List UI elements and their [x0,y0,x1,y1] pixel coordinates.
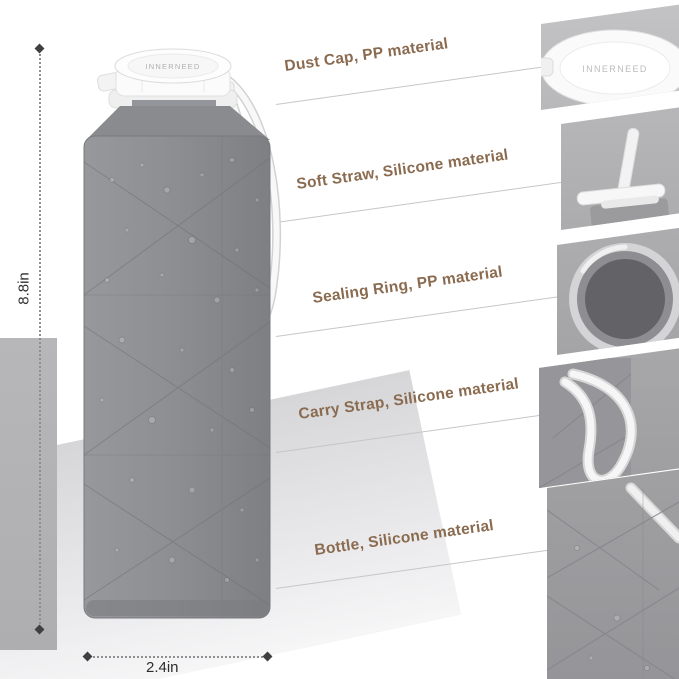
soft-straw-detail-photo [561,107,679,230]
dimension-marker [34,43,45,54]
sealing-ring-detail-illustration [569,243,679,355]
height-dimension-label: 8.8in [15,272,33,305]
width-dimension-label: 2.4in [146,659,179,676]
bottle-detail-photo [547,469,679,679]
bottle-detail-illustration [547,482,679,679]
brand-text-cap: INNERNEED [146,62,201,71]
product-bottle-illustration: INNERNEED [83,48,282,619]
bottle-cap: INNERNEED [97,48,238,109]
bottle-shoulder [86,106,270,140]
water-droplets [99,157,260,583]
callout-sealing-ring: Sealing Ring, PP material [311,263,504,308]
carry-strap-detail-illustration [539,358,637,488]
facet-lines [83,136,271,618]
height-dimension-line [39,50,41,628]
callout-soft-straw: Soft Straw, Silicone material [295,146,510,194]
dust-cap-detail-illustration: INNERNEED [541,29,679,107]
bottle-body [83,135,271,619]
soft-straw-detail-illustration [576,127,670,230]
dust-cap-detail-photo: INNERNEED [541,4,679,111]
left-gray-strip [0,338,57,650]
width-dimension-line [89,656,267,658]
carry-strap-detail-photo [539,348,679,488]
brand-text-cap-detail: INNERNEED [582,64,648,74]
sealing-ring-detail-photo [557,227,679,355]
